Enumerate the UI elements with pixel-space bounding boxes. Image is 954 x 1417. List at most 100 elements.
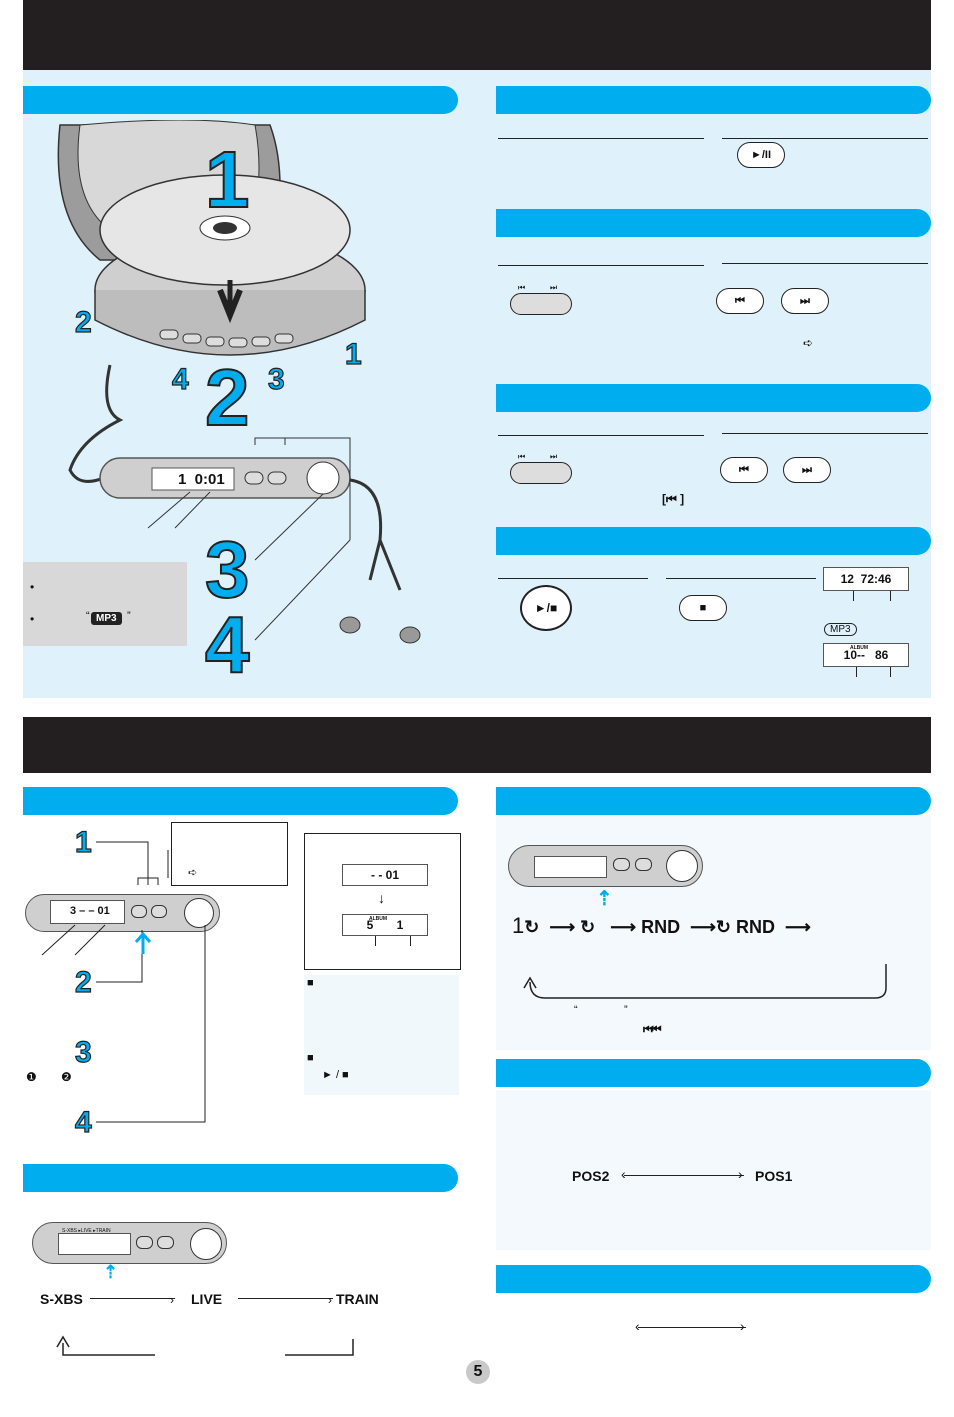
return-arrow [56, 1335, 354, 1356]
step-number-4: 4 [204, 600, 250, 689]
section-heading-bar [23, 86, 458, 114]
repeat-sequence: 1↻ ⟶ ↻ ⟶ RND ⟶↻ RND ⟶ [512, 913, 811, 938]
stop-button[interactable]: ■ [679, 595, 727, 621]
bracket-skip-back: [⏮ ] [662, 492, 685, 506]
section-heading-bar [23, 1164, 458, 1192]
section-heading-bar [496, 1059, 931, 1087]
divider [498, 435, 704, 436]
rnd-label: RND [736, 917, 776, 937]
rnd-label: RND [641, 917, 681, 937]
step-number-3: 3 [204, 525, 250, 614]
page-number: 5 [466, 1360, 490, 1384]
play-stop-button[interactable]: ►/■ [520, 585, 572, 631]
divider [498, 138, 704, 139]
quote-close: ” [624, 1004, 628, 1016]
skip-back-button[interactable]: ⏮ [720, 457, 768, 483]
skip-fwd-icon: ⏭ [550, 452, 558, 461]
file-number: 1 [396, 918, 404, 932]
mp3-display: ALBUM 10-- 86 [823, 643, 909, 667]
circled-1: ❶ [26, 1070, 37, 1084]
play-pause-button[interactable]: ►/II [737, 142, 785, 168]
double-arrow [638, 1327, 746, 1328]
callout-number-1: 1 [344, 338, 362, 371]
divider [722, 138, 928, 139]
remote-skip-pair: ⏮ ⏭ [508, 452, 572, 484]
quote-open: “ [86, 610, 90, 622]
display-time: 72:46 [860, 572, 892, 586]
skip-back-icon: ⏮ [518, 452, 526, 461]
repeat-icon: ↻ [580, 917, 596, 937]
step-number-2: 2 [74, 966, 92, 999]
top-banner [23, 0, 931, 70]
mode-train: TRAIN [336, 1291, 379, 1307]
note-bullet: • [30, 580, 35, 594]
divider [722, 263, 928, 264]
repeat-one: 1 [512, 913, 525, 938]
stop-glyph: ■ [307, 977, 314, 989]
album-number: 5 [366, 918, 374, 932]
quote-close: ” [127, 610, 131, 622]
quote-open: “ [574, 1004, 578, 1016]
middle-banner [23, 717, 931, 773]
arrow-glyph: ➪ [803, 336, 814, 350]
down-arrow: ↓ [378, 890, 385, 906]
note-box [23, 562, 187, 646]
step-number-1: 1 [204, 135, 250, 224]
album-label: ALBUM [369, 916, 388, 922]
display-albums: 10-- [843, 648, 865, 662]
cd-display: 12 72:46 [823, 567, 909, 591]
divider [666, 578, 816, 579]
note-callout-box [171, 822, 288, 886]
skip-back-icon: ⏮ [518, 283, 526, 292]
remote-skip-pair: ⏮ ⏭ [508, 283, 572, 315]
pos2-label: POS2 [572, 1168, 610, 1184]
mode-sxbs: S-XBS [40, 1291, 83, 1307]
circled-2: ❷ [61, 1070, 72, 1084]
section-heading-bar [496, 209, 931, 237]
step-number-1: 1 [74, 826, 92, 859]
remote-display: 3 – – 01 [70, 905, 110, 917]
pos1-label: POS1 [755, 1168, 793, 1184]
album-label: ALBUM [850, 645, 869, 651]
mp3-tag: MP3 [824, 623, 857, 636]
arrow [238, 1298, 333, 1299]
skip-forward-button[interactable]: ⏭ [781, 288, 829, 314]
play-stop-glyphs: ► / ■ [322, 1069, 349, 1081]
mode-live: LIVE [191, 1291, 223, 1307]
divider [498, 265, 704, 266]
section-heading-bar [496, 384, 931, 412]
double-arrow [624, 1175, 744, 1176]
pos-bg [496, 1090, 931, 1250]
callout-number-2: 2 [74, 306, 92, 339]
skip-fwd-icon: ⏭ [550, 283, 558, 292]
section-heading-bar [496, 787, 931, 815]
remote-display: 1 0:01 [178, 471, 225, 488]
mp3-badge: MP3 [91, 612, 122, 625]
callout-number-4: 4 [171, 363, 189, 396]
section-heading-bar [496, 527, 931, 555]
callout-lines [41, 841, 206, 1123]
section-heading-bar [496, 1265, 931, 1293]
step-number-4: 4 [74, 1106, 92, 1139]
display-example-box [304, 833, 461, 970]
album-lcd-bottom: ALBUM 5 1 [342, 914, 428, 936]
step-number-2: 2 [204, 353, 250, 442]
arrow [90, 1298, 175, 1299]
repeat-icon: ↻ [715, 917, 732, 937]
skip-back-button[interactable]: ⏮ [716, 288, 764, 314]
section-heading-bar [23, 787, 458, 815]
cd-player-illustration [57, 120, 421, 644]
album-lcd-top: - - 01 [342, 864, 428, 886]
skip-forward-button[interactable]: ⏭ [783, 457, 831, 483]
stop-glyph: ■ [307, 1052, 314, 1064]
divider [498, 578, 648, 579]
step-number-3: 3 [74, 1036, 92, 1069]
divider [722, 433, 928, 434]
sound-mode-labels: S-XBS ▸LIVE ▸TRAIN [62, 1228, 111, 1234]
up-arrow-indicator: ⇡ [103, 1262, 119, 1282]
display-tracks: 12 [840, 572, 854, 586]
callout-number-3: 3 [267, 363, 285, 396]
return-arrow [523, 964, 887, 999]
note-area [304, 975, 459, 1095]
repeat-icon: ↻ [524, 917, 540, 937]
